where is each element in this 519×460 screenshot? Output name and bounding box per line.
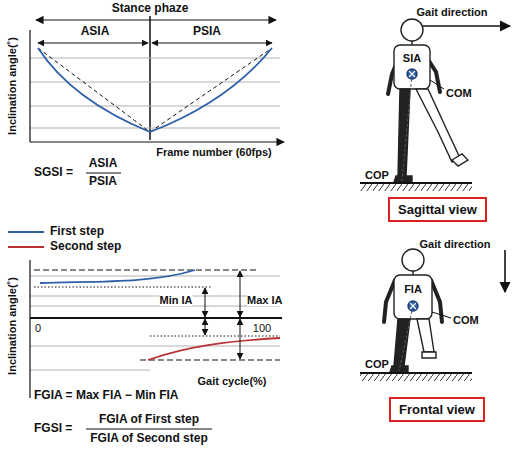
label: 100 — [253, 322, 271, 334]
label: COP — [365, 358, 389, 370]
label: Max IA — [247, 294, 282, 306]
label: Gait direction — [417, 6, 488, 18]
label: COM — [453, 314, 479, 326]
view-label: Sagittal view — [398, 202, 477, 217]
label: ASIA — [89, 157, 118, 170]
label: FGIA = Max FIA − Min FIA — [34, 389, 178, 402]
view-label: Frontal view — [399, 402, 475, 417]
frontal-chart — [30, 260, 282, 429]
label: Frame number (60fps) — [156, 146, 272, 158]
sagittal-figure — [360, 19, 510, 191]
frontal-figure — [360, 249, 505, 381]
legend-lines — [8, 232, 44, 247]
label: ASIA — [81, 25, 110, 38]
legend-label: Second step — [50, 240, 121, 253]
label: COP — [365, 169, 389, 181]
label: Inclination angle(˚) — [6, 37, 18, 135]
sagittal-chart — [30, 16, 284, 173]
label: PSIA — [193, 25, 221, 38]
label: Gait direction — [420, 238, 491, 250]
label: 0 — [35, 322, 41, 334]
legend-label: First step — [50, 225, 104, 238]
label: FIA — [404, 283, 422, 295]
view-label-box: Frontal view — [389, 397, 485, 422]
label: FGIA of Second step — [90, 432, 208, 445]
label: Min IA — [160, 294, 193, 306]
label: FGSI = — [34, 422, 72, 435]
label: PSIA — [89, 175, 117, 188]
label: FGIA of First step — [99, 413, 199, 426]
label: Inclination angle(˚) — [6, 277, 18, 375]
label: Gait cycle(%) — [197, 375, 266, 387]
label: Stance phaze — [112, 2, 189, 15]
label: SIA — [403, 52, 421, 64]
view-label-box: Sagittal view — [388, 197, 487, 222]
label: COM — [446, 87, 472, 99]
label: SGSI = — [34, 166, 73, 179]
